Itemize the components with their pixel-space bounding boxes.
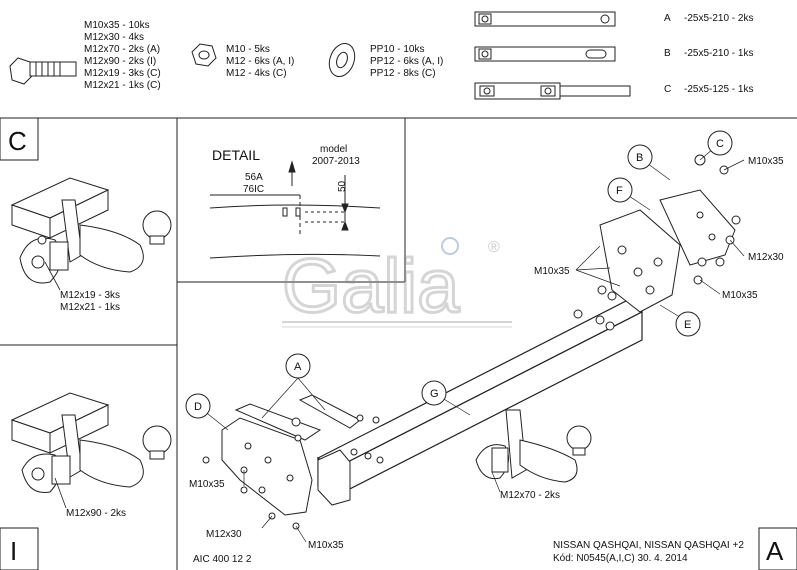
bolt-label: M10x35 [189,479,225,490]
logo-text: Galia [282,244,460,329]
bolt-spec: M12x19 - 3ks (C) [84,68,161,79]
detail-model-years: 2007-2013 [312,156,360,167]
bolt-label: M10x35 [308,540,344,551]
nut-spec: M12 - 6ks (A, I) [226,56,294,67]
variant-i-letter: I [10,536,17,566]
nut-spec: M12 - 4ks (C) [226,68,287,79]
washer-spec: PP12 - 8ks (C) [370,68,436,79]
plate-spec: -25x5-125 - 1ks [684,84,753,95]
plate-spec-list: A -25x5-210 - 2ks B -25x5-210 - 1ks C -2… [664,13,753,95]
washer-icon [328,43,356,77]
detail-dim-b: 76IC [243,184,264,195]
callout-label: F [616,185,623,197]
bolt-spec: M12x21 - 1ks (C) [84,80,161,91]
bracket-right [599,189,736,313]
nut-icon [191,43,217,67]
bracket-left [221,394,361,516]
plate-b-icon [474,46,616,62]
callout-label: D [194,401,202,413]
detail-model-label: model [320,144,347,155]
leader-line [44,261,61,291]
callout-circles [185,130,733,419]
variant-i-hitch-icon [10,392,172,494]
plate-spec: -25x5-210 - 1ks [684,48,753,59]
kod-label: Kód: N0545(A,I,C) 30. 4. 2014 [553,553,688,564]
bolt-label: M10x35 [534,266,570,277]
detail-title: DETAIL [212,147,260,163]
plate-a-icon [474,11,616,27]
plate-letter: A [664,13,671,24]
variant-i-bolt-label: M12x90 - 2ks [66,508,126,519]
drawing-code: AIC 400 12 2 [193,554,252,565]
plate-c-icon [474,82,631,100]
bolt-spec: M12x30 - 4ks [84,32,144,43]
variant-a-letter: A [766,536,784,566]
frame-lines [0,117,797,570]
detail-dim-c: 50 [337,180,348,192]
bolt-spec-list: M10x35 - 10ks M12x30 - 4ks M12x70 - 2ks … [84,20,161,91]
logo-registered-mark: ® [488,239,500,256]
callout-label: B [636,152,643,164]
washer-spec: PP10 - 10ks [370,44,424,55]
callout-label: E [684,319,691,331]
bolt-label: M12x70 - 2ks [500,490,560,501]
nut-spec: M10 - 5ks [226,44,270,55]
washer-spec: PP12 - 6ks (A, I) [370,56,443,67]
fastener-set [202,154,741,530]
callout-letters: A B C D E F G [194,138,724,413]
callout-label: A [294,361,302,373]
bolt-label: M10x35 [722,290,758,301]
bolt-label: M10x35 [748,156,784,167]
bolt-labels: M10x35 M12x30 M10x35 M10x35 M10x35 M12x3… [189,156,784,551]
plate-letter: C [664,84,671,95]
variant-c-bolt-label: M12x19 - 3ks [60,290,120,301]
bolt-label: M12x30 [748,252,784,263]
bolt-label: M12x30 [206,529,242,540]
bolt-icon [9,57,77,85]
washer-spec-list: PP10 - 10ks PP12 - 6ks (A, I) PP12 - 8ks… [370,44,443,79]
nut-spec-list: M10 - 5ks M12 - 6ks (A, I) M12 - 4ks (C) [226,44,294,79]
rear-hitch [475,409,592,483]
logo-dot-icon [441,237,459,255]
bolt-spec: M10x35 - 10ks [84,20,150,31]
bolt-spec: M12x70 - 2ks (A) [84,44,160,55]
bolt-spec: M12x90 - 2ks (I) [84,56,156,67]
variant-c-hitch-icon [10,177,172,284]
plate-letter: B [664,48,671,59]
vehicle-name: NISSAN QASHQAI, NISSAN QASHQAI +2 [553,540,744,551]
detail-dim-a: 56A [245,172,263,183]
detail-drawing [209,160,381,259]
callout-label: G [430,388,439,400]
variant-c-letter: C [8,126,27,156]
callout-label: C [716,138,724,150]
galia-logo: Galia ® [281,237,512,331]
plate-spec: -25x5-210 - 2ks [684,13,753,24]
leader-line [54,477,67,509]
variant-c-bolt-label: M12x21 - 1ks [60,302,120,313]
